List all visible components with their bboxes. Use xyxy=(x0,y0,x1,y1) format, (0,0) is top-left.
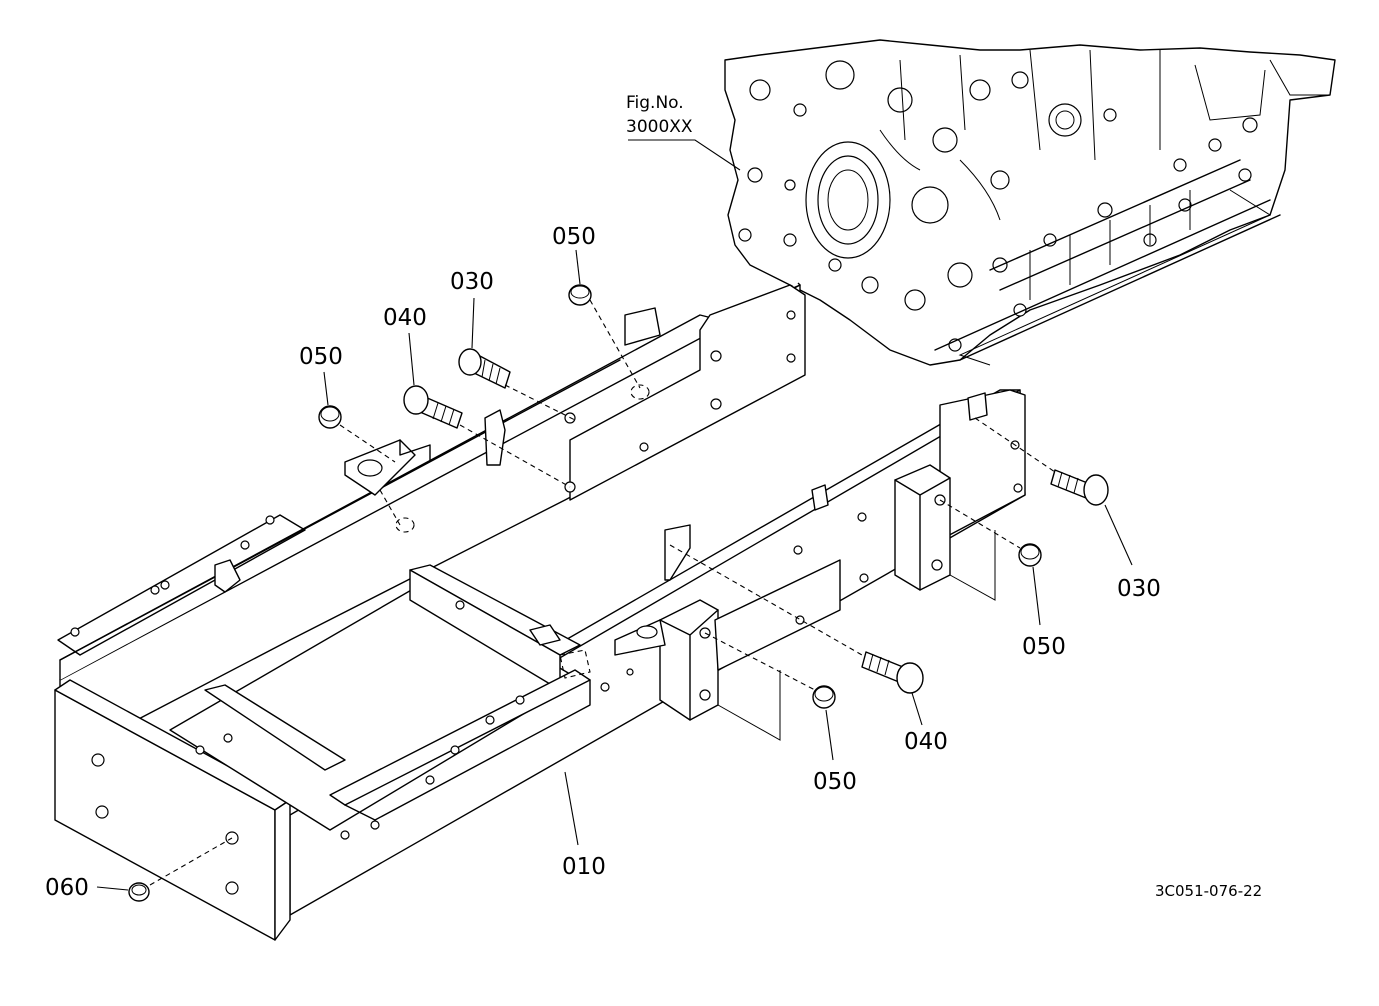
callout-040-top: 040 xyxy=(383,305,427,331)
fig-ref-title: Fig.No. xyxy=(626,93,684,113)
nut-050-top-center xyxy=(568,284,592,306)
callout-050-top-left: 050 xyxy=(299,344,343,370)
callout-040-right: 040 xyxy=(904,729,948,755)
nut-050-bottom xyxy=(812,685,836,709)
frame-assembly xyxy=(54,282,1026,941)
labels: Fig.No. 3000XX 050 030 040 050 030 050 0… xyxy=(45,93,1262,901)
bolt-030-right xyxy=(1050,469,1109,506)
callout-060: 060 xyxy=(45,875,89,901)
callout-010: 010 xyxy=(562,854,606,880)
fig-ref-number: 3000XX xyxy=(626,117,693,137)
callout-050-top-center: 050 xyxy=(552,224,596,250)
nut-050-right xyxy=(1018,543,1042,567)
assembly-lines xyxy=(149,299,1056,886)
engine-block xyxy=(724,39,1336,366)
nut-060 xyxy=(128,882,150,902)
fasteners xyxy=(128,284,1109,902)
callout-050-bottom: 050 xyxy=(813,769,857,795)
bolt-040-right xyxy=(861,651,924,694)
callout-050-right: 050 xyxy=(1022,634,1066,660)
callout-030-top: 030 xyxy=(450,269,494,295)
nut-050-top-left xyxy=(318,405,342,429)
leader-lines xyxy=(96,139,1133,891)
bolt-040-top xyxy=(403,385,463,429)
callout-030-right: 030 xyxy=(1117,576,1161,602)
drawing-code: 3C051-076-22 xyxy=(1155,882,1262,900)
bolt-030-top xyxy=(458,348,511,389)
